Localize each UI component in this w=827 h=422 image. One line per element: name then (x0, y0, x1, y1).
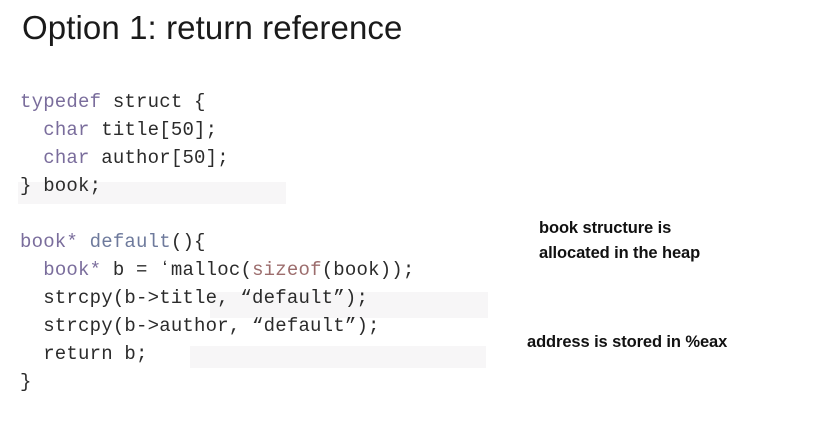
code-token-plain: (book)); (321, 259, 415, 281)
code-token-plain: } book; (20, 175, 102, 197)
code-token-plain: struct { (101, 91, 206, 113)
code-token-plain: (){ (170, 231, 206, 253)
background-artifact-band (18, 182, 286, 204)
code-token-plain: title[50]; (89, 119, 218, 141)
background-artifact-band (190, 346, 486, 368)
code-token-sizeof: sizeof (252, 259, 322, 281)
line-typedef: typedef struct { (20, 88, 415, 116)
code-token-function_name: default (89, 231, 171, 253)
code-token-plain (20, 259, 43, 281)
line-strcpy-author: strcpy(b->author, “default”); (20, 312, 415, 340)
code-token-keyword: book* (20, 231, 79, 253)
line-malloc: book* b = ʻmalloc(sizeof(book)); (20, 256, 415, 284)
annotation-heap: book structure is allocated in the heap (539, 219, 701, 262)
code-token-plain (20, 203, 32, 225)
code-token-keyword: book* (43, 259, 102, 281)
code-token-plain: } (20, 371, 32, 393)
code-token-plain (20, 147, 43, 169)
line-author-field: char author[50]; (20, 144, 415, 172)
line-func-signature: book* default(){ (20, 228, 415, 256)
code-token-plain: return b; (20, 343, 148, 365)
code-block: typedef struct { char title[50]; char au… (20, 88, 415, 396)
annotation-eax: address is stored in %eax (527, 333, 728, 351)
background-artifact-band (210, 292, 488, 318)
line-return: return b; (20, 340, 415, 368)
code-token-keyword: char (43, 119, 90, 141)
code-token-keyword: typedef (20, 91, 102, 113)
slide-title: Option 1: return reference (22, 9, 403, 46)
code-token-plain (78, 231, 90, 253)
line-title-field: char title[50]; (20, 116, 415, 144)
code-token-keyword: char (43, 147, 90, 169)
code-token-plain (20, 119, 43, 141)
code-token-plain: author[50]; (89, 147, 229, 169)
line-func-close: } (20, 368, 415, 396)
line-blank-1 (20, 200, 415, 228)
line-strcpy-title: strcpy(b->title, “default”); (20, 284, 415, 312)
line-struct-close: } book; (20, 172, 415, 200)
code-token-plain: strcpy(b->title, “default”); (20, 287, 369, 309)
code-token-plain: b = ʻmalloc( (101, 259, 253, 281)
code-token-plain: strcpy(b->author, “default”); (20, 315, 380, 337)
